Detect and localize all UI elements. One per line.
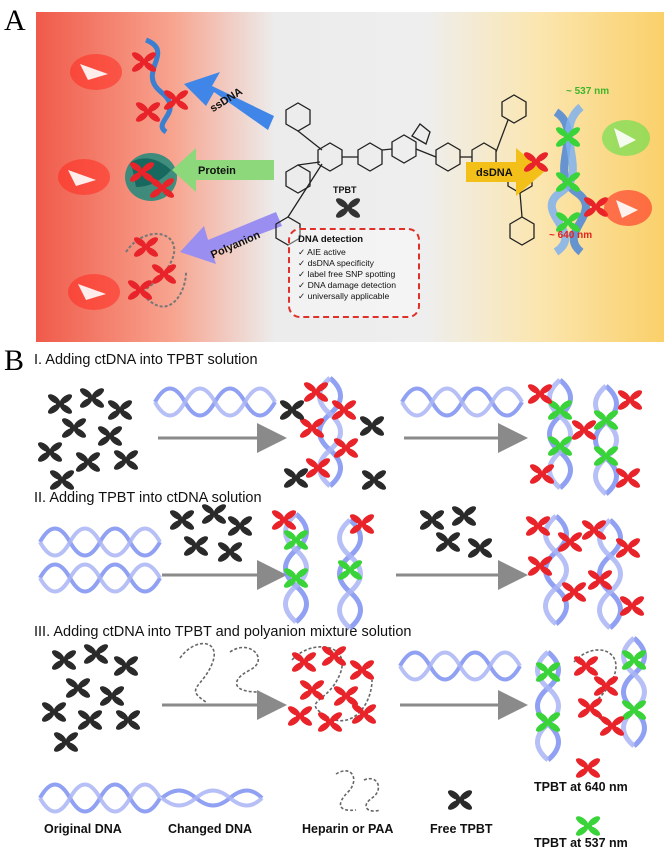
legend-original-dna: Original DNA xyxy=(44,822,122,836)
row-3-intermediate xyxy=(286,644,378,734)
panel-a-letter: A xyxy=(4,4,26,37)
row-2-title: II. Adding TPBT into ctDNA solution xyxy=(34,490,262,506)
polyanion-cartoon xyxy=(125,233,187,308)
ssdna-cartoon xyxy=(130,37,190,135)
red-glow-right xyxy=(604,190,652,226)
dsdna-arrow: dsDNA xyxy=(466,148,544,196)
heparin-icon xyxy=(335,770,381,812)
legend-changed-dna: Changed DNA xyxy=(168,822,253,836)
tpbt-icon xyxy=(334,196,362,220)
row-1-arrow-1 xyxy=(153,386,287,453)
green-glow-right xyxy=(602,120,650,156)
protein-cartoon xyxy=(125,153,177,201)
dna-detection-item: ✓ dsDNA specificity xyxy=(298,258,374,268)
row-3-title: III. Adding ctDNA into TPBT and polyanio… xyxy=(34,624,412,640)
row-2-arrow-2 xyxy=(396,504,528,590)
row-1-title: I. Adding ctDNA into TPBT solution xyxy=(34,352,258,368)
dna-detection-item: ✓ AIE active xyxy=(298,247,346,257)
row-2-intermediate xyxy=(270,508,376,628)
emission-640-label: ~ 640 nm xyxy=(549,230,593,241)
protein-arrow-label: Protein xyxy=(198,165,236,177)
legend-free-tpbt: Free TPBT xyxy=(430,822,493,836)
legend-heparin: Heparin or PAA xyxy=(302,822,394,836)
free-tpbt-icon xyxy=(446,788,474,812)
row-3-final xyxy=(534,638,648,760)
polyanion-arrow: Polyanion xyxy=(180,212,282,264)
row-3-arrow-2 xyxy=(398,650,528,720)
row-1-final xyxy=(526,380,644,494)
legend-tpbt-640: TPBT at 640 nm xyxy=(534,780,628,794)
row-3-arrow-1 xyxy=(162,642,287,720)
row-2-arrow-1 xyxy=(162,502,287,590)
dna-detection-item: ✓ universally applicable xyxy=(298,291,390,301)
row-1-intermediate xyxy=(278,378,388,492)
red-glow-left-2 xyxy=(58,159,110,195)
red-glow-left-1 xyxy=(70,54,122,90)
row-3-free-tpbt-cluster xyxy=(40,642,142,754)
changed-dna-icon xyxy=(160,788,264,808)
row-2-dna-pair xyxy=(38,526,162,594)
row-1-free-tpbt-cluster xyxy=(36,386,140,492)
ssdna-arrow: ssDNA xyxy=(184,72,274,130)
dna-detection-item: ✓ DNA damage detection xyxy=(298,280,396,290)
tpbt-640-icon xyxy=(574,756,602,780)
dna-detection-title: DNA detection xyxy=(298,234,364,245)
row-2-final xyxy=(524,514,646,628)
red-glow-left-3 xyxy=(68,274,120,310)
protein-arrow: Protein xyxy=(172,148,274,192)
original-dna-icon xyxy=(38,782,162,814)
panel-b-letter: B xyxy=(4,344,25,377)
dsdna-arrow-label: dsDNA xyxy=(476,167,513,179)
tpbt-537-icon xyxy=(574,814,602,838)
row-1-arrow-2 xyxy=(400,386,528,453)
dna-detection-box: DNA detection ✓ AIE active ✓ dsDNA speci… xyxy=(288,228,420,318)
dsdna-cartoon xyxy=(522,103,610,256)
dna-detection-item: ✓ label free SNP spotting xyxy=(298,269,396,279)
panel-a-graphics: ssDNA Protein Polyanion TPBT xyxy=(58,37,652,310)
emission-537-label: ~ 537 nm xyxy=(566,86,610,97)
legend-tpbt-537: TPBT at 537 nm xyxy=(534,836,628,850)
panel-b-graphics xyxy=(36,370,648,838)
tpbt-label: TPBT xyxy=(333,185,357,195)
